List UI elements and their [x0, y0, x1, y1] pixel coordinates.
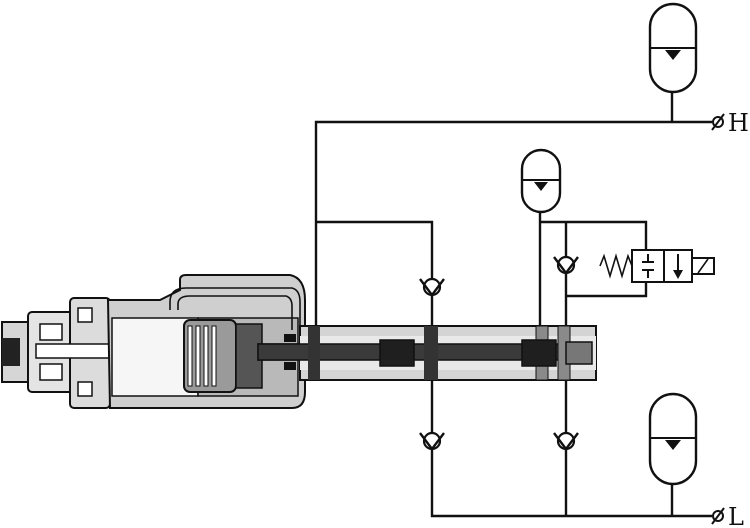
check-valve-upper-right — [553, 255, 579, 275]
accumulator-low — [648, 392, 698, 486]
accumulator-middle — [520, 148, 562, 214]
check-valve-upper-left — [419, 277, 445, 297]
port-high: H — [711, 109, 749, 137]
cylinder-assembly — [1, 274, 597, 409]
check-valve-lower-right — [553, 431, 579, 451]
port-low: L — [711, 503, 744, 528]
piston — [183, 319, 263, 393]
port-label-high: H — [728, 109, 749, 137]
plunger-left — [379, 339, 415, 367]
plunger-right — [521, 339, 557, 367]
solenoid-valve — [599, 249, 715, 283]
port-label-low: L — [728, 503, 744, 528]
spring-symbol — [599, 253, 633, 279]
rear-mount — [1, 297, 111, 409]
bypass-pipe — [169, 287, 301, 330]
check-valve-lower-left — [419, 431, 445, 451]
accumulator-high — [648, 2, 698, 94]
